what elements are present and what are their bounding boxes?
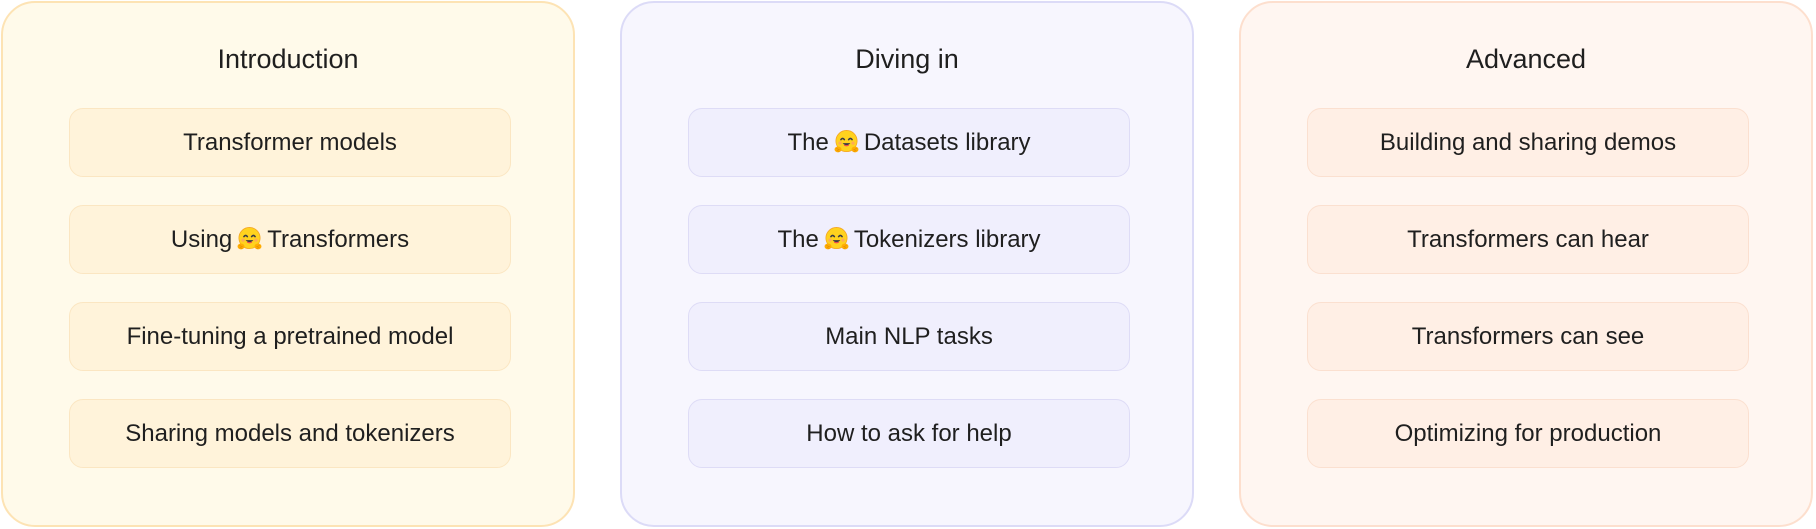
item-sharing-models[interactable]: Sharing models and tokenizers [69,399,511,468]
item-label-prefix: Using [170,225,233,253]
column-title: Advanced [1465,44,1587,74]
item-label-suffix: Tokenizers library [853,225,1041,253]
item-building-demos[interactable]: Building and sharing demos [1307,108,1749,177]
item-datasets-library[interactable]: The Datasets library [688,108,1130,177]
item-main-nlp-tasks[interactable]: Main NLP tasks [688,302,1130,371]
item-transformer-models[interactable]: Transformer models [69,108,511,177]
item-transformers-see[interactable]: Transformers can see [1307,302,1749,371]
column-advanced: Advanced Building and sharing demos Tran… [1239,1,1813,527]
item-label: How to ask for help [806,419,1012,447]
item-list: Building and sharing demos Transformers … [1307,108,1749,496]
item-label: Building and sharing demos [1379,128,1677,156]
item-label: Sharing models and tokenizers [125,419,455,447]
item-label-suffix: Datasets library [863,128,1031,156]
item-transformers-hear[interactable]: Transformers can hear [1307,205,1749,274]
item-label: Fine-tuning a pretrained model [126,322,454,350]
item-fine-tuning[interactable]: Fine-tuning a pretrained model [69,302,511,371]
item-optimizing-production[interactable]: Optimizing for production [1307,399,1749,468]
item-label-prefix: The [777,225,819,253]
hugging-face-emoji-icon [823,226,850,253]
item-label-prefix: The [787,128,829,156]
column-diving-in: Diving in The Datasets library The Token… [620,1,1194,527]
item-tokenizers-library[interactable]: The Tokenizers library [688,205,1130,274]
column-introduction: Introduction Transformer models Using Tr… [1,1,575,527]
item-label-suffix: Transformers [267,225,410,253]
item-label: Transformers can see [1411,322,1645,350]
column-title: Introduction [217,44,359,74]
item-list: The Datasets library The Tokenizers libr… [688,108,1130,496]
item-label: Optimizing for production [1394,419,1662,447]
item-label: Transformer models [183,128,397,156]
item-list: Transformer models Using Transformers Fi… [69,108,511,496]
item-label: Transformers can hear [1407,225,1649,253]
hugging-face-emoji-icon [236,226,263,253]
hugging-face-emoji-icon [833,129,860,156]
item-label: Main NLP tasks [825,322,993,350]
column-title: Diving in [855,44,959,74]
item-ask-for-help[interactable]: How to ask for help [688,399,1130,468]
item-using-transformers[interactable]: Using Transformers [69,205,511,274]
